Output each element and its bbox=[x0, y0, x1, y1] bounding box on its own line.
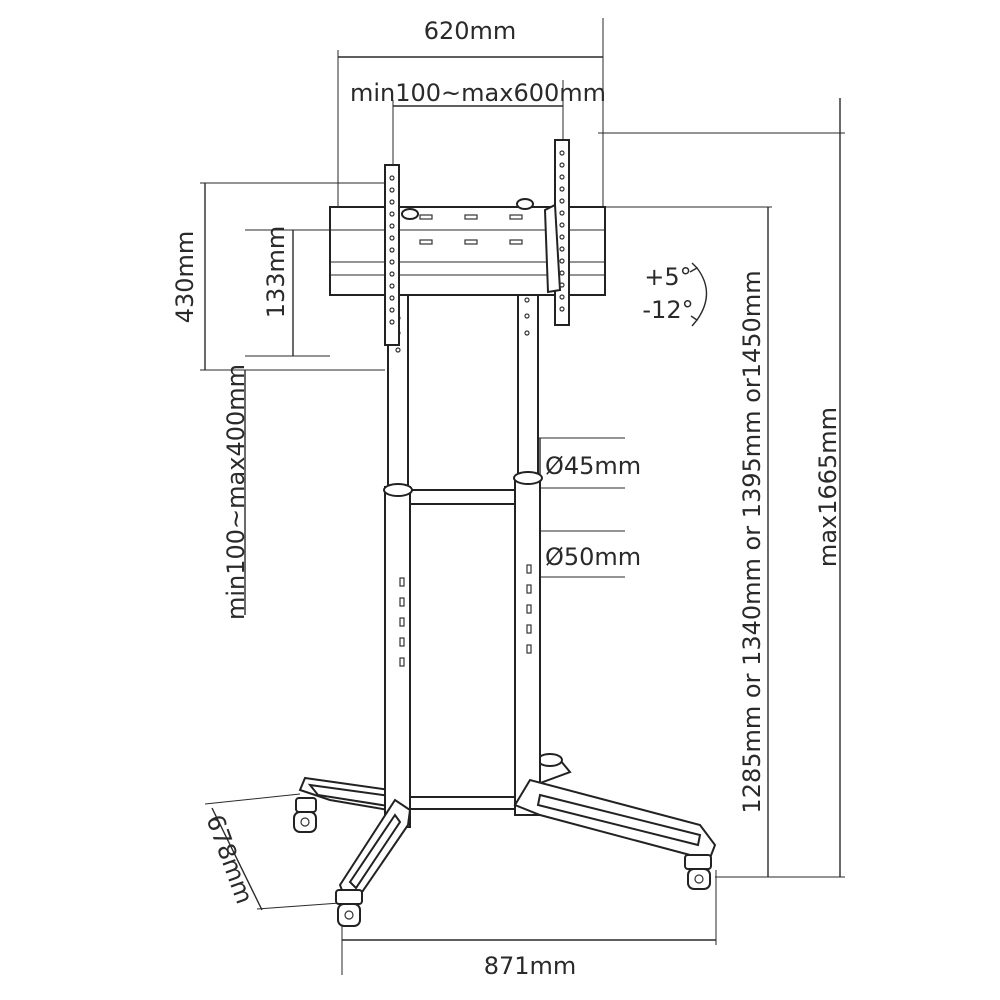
bottom-crossbar bbox=[409, 796, 516, 810]
tube-upper-label: Ø45mm bbox=[545, 452, 641, 480]
vesa-vertical-dimension: min100~max400mm bbox=[222, 364, 250, 620]
base-depth-dimension: 678mm bbox=[201, 793, 341, 911]
rail-height-label: 133mm bbox=[262, 226, 290, 319]
tilt-arrow-icon bbox=[696, 267, 708, 321]
front-left-leg bbox=[335, 798, 412, 927]
tilt-down-label: -12° bbox=[642, 296, 693, 324]
max-height-label: max1665mm bbox=[814, 407, 842, 567]
vesa-vertical-label: min100~max400mm bbox=[222, 364, 250, 620]
tilt-up-label: +5° bbox=[644, 263, 691, 291]
plate-width-dimension: 620mm bbox=[337, 17, 604, 245]
tube-lower-label: Ø50mm bbox=[545, 543, 641, 571]
plate-width-label: 620mm bbox=[424, 17, 517, 45]
vesa-arm-right bbox=[543, 139, 570, 326]
height-options-label: 1285mm or 1340mm or 1395mm or1450mm bbox=[738, 270, 766, 813]
front-right-leg bbox=[513, 778, 717, 890]
lower-column-right bbox=[514, 479, 541, 816]
middle-crossbar bbox=[409, 489, 516, 505]
vesa-horizontal-dimension: min100~max600mm bbox=[350, 79, 606, 165]
upper-column-right bbox=[513, 279, 543, 485]
vesa-arm-left bbox=[384, 164, 400, 346]
base-width-label: 871mm bbox=[484, 952, 577, 980]
vesa-horizontal-label: min100~max600mm bbox=[350, 79, 606, 107]
plate-height-dimension: 430mm bbox=[171, 182, 385, 371]
lower-column-left bbox=[384, 486, 411, 828]
base-width-dimension: 871mm bbox=[341, 870, 717, 980]
height-options-dimension: 1285mm or 1340mm or 1395mm or1450mm bbox=[605, 206, 772, 877]
rail-height-dimension: 133mm bbox=[245, 226, 330, 357]
tube-upper-callout: Ø45mm bbox=[537, 437, 641, 489]
tv-stand bbox=[293, 139, 717, 927]
plate-height-label: 430mm bbox=[171, 231, 199, 324]
tilt-indicator: +5° -12° bbox=[642, 262, 708, 327]
rear-left-leg bbox=[293, 776, 407, 833]
tube-lower-callout: Ø50mm bbox=[537, 530, 641, 578]
max-height-dimension: max1665mm bbox=[598, 98, 845, 878]
base-depth-label: 678mm bbox=[201, 811, 259, 908]
